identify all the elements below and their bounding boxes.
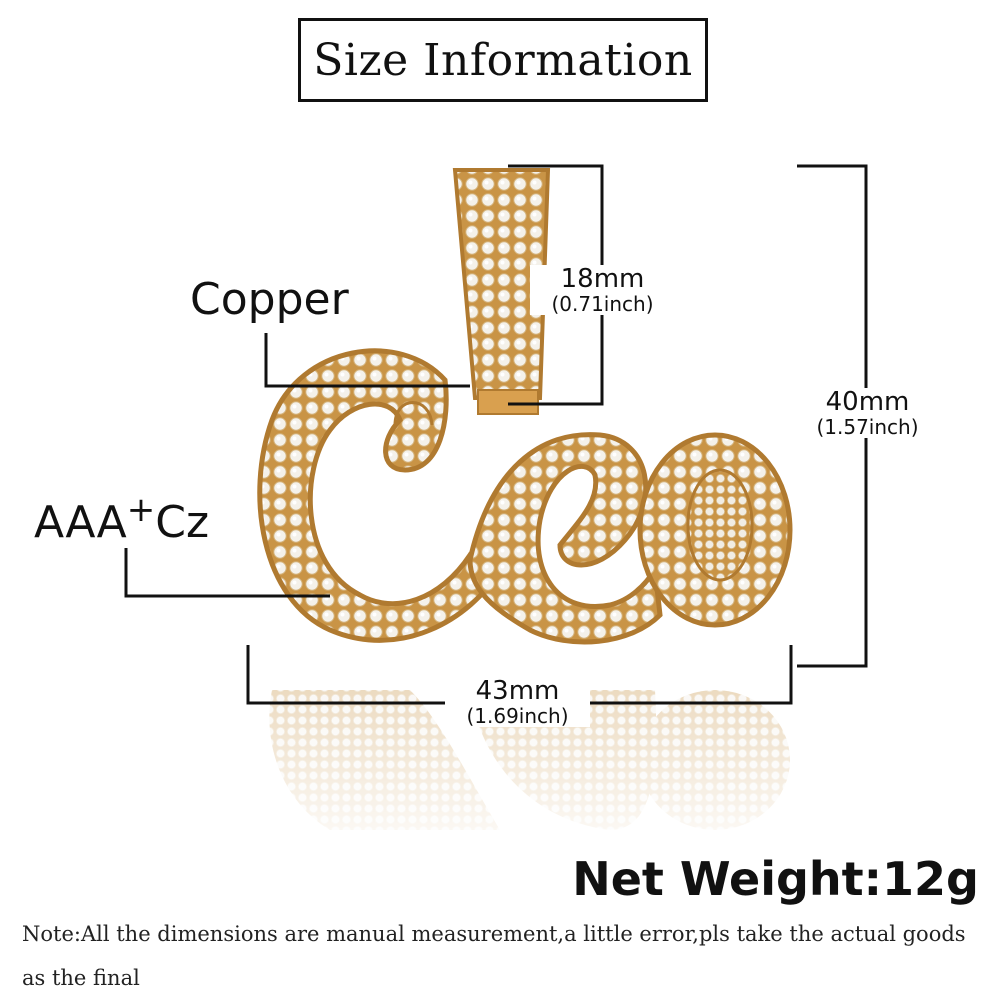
height-mm: 40mm [825, 387, 910, 417]
page-title: Size Information [313, 34, 693, 86]
net-weight: Net Weight:12g [572, 852, 979, 906]
title-frame: Size Information [298, 18, 708, 102]
stone-plus-text: + [126, 490, 156, 530]
measurement-note: Note:All the dimensions are manual measu… [22, 922, 966, 990]
bail-dimension: 18mm (0.71inch) [530, 265, 675, 315]
bail-graphic [452, 168, 551, 415]
width-mm: 43mm [475, 676, 560, 706]
bail-mm: 18mm [560, 264, 645, 294]
stone-grade-text: AAA [34, 497, 127, 548]
stone-type-text: Cz [155, 497, 210, 548]
height-dimension: 40mm (1.57inch) [800, 388, 935, 438]
material-label: Copper [190, 274, 349, 325]
stone-label: AAA+Cz [34, 490, 210, 548]
letter-e-graphic [467, 432, 663, 645]
letter-c-graphic [257, 348, 504, 643]
pendant-reflection [240, 680, 800, 860]
width-inch: (1.69inch) [466, 704, 569, 728]
width-dimension: 43mm (1.69inch) [445, 677, 590, 727]
cz-leader-line [124, 548, 330, 598]
copper-leader-line [264, 333, 470, 388]
height-inch: (1.57inch) [816, 415, 919, 439]
bail-inch: (0.71inch) [551, 292, 654, 316]
letter-o-graphic [637, 432, 793, 628]
